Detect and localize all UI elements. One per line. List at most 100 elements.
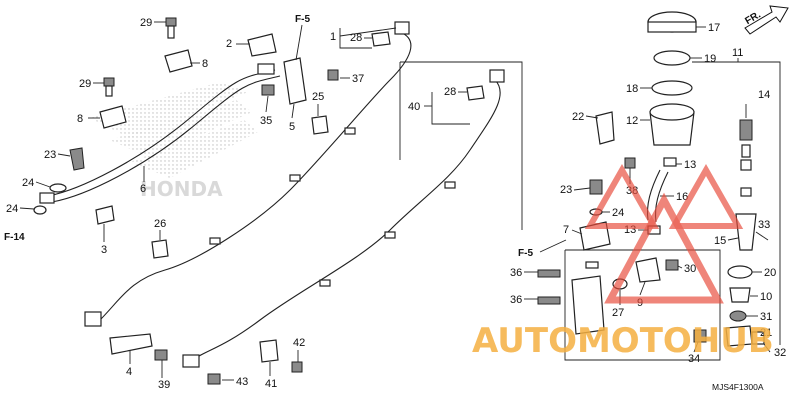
callout-22: 22: [572, 111, 584, 123]
cross-ref-label: F-5: [295, 14, 310, 25]
callout-12: 12: [626, 115, 638, 127]
spring-14: [739, 119, 753, 141]
bolt-23: [69, 147, 85, 171]
bolt-43: [207, 373, 221, 385]
callout-39: 39: [158, 379, 170, 391]
callout-13: 13: [684, 159, 696, 171]
callout-41: 41: [265, 378, 277, 390]
warning-triangle-icon: [584, 163, 660, 229]
master-cylinder-body: [571, 275, 605, 335]
callout-14: 14: [758, 89, 770, 101]
front-direction-arrow: FR.: [743, 5, 789, 35]
washer-24b: [33, 205, 47, 215]
callout-20: 20: [764, 267, 776, 279]
cross-ref-label: F-14: [4, 232, 25, 243]
bolt-35: [261, 84, 275, 96]
boot-20: [727, 265, 753, 279]
pin-33: [755, 231, 769, 241]
honda-brand-text: HONDA: [140, 177, 223, 201]
pipe-clip: [289, 174, 301, 182]
callout-23b: 23: [560, 184, 572, 196]
hose-joint: [257, 63, 275, 75]
part-callouts: 1 2 3 4 5 6 7 8 8 9 10 11 12 13 13 14 15…: [6, 17, 786, 391]
callout-23: 23: [44, 149, 56, 161]
callout-3: 3: [101, 244, 107, 256]
callout-24c: 24: [612, 207, 624, 219]
callout-18: 18: [626, 83, 638, 95]
callout-31: 31: [760, 311, 772, 323]
clip-28b: [466, 85, 485, 101]
callout-28b: 28: [444, 86, 456, 98]
callout-27: 27: [612, 307, 624, 319]
clip-28: [371, 31, 391, 47]
callout-1: 1: [330, 31, 336, 43]
callout-10: 10: [760, 291, 772, 303]
watermark: AUTOMOTOHUB: [472, 163, 774, 361]
callout-26: 26: [154, 218, 166, 230]
pipe-clip: [444, 181, 456, 189]
callout-24b: 24: [6, 203, 18, 215]
clip-13: [663, 157, 677, 167]
callout-35: 35: [260, 115, 272, 127]
hose-end-fitting: [39, 192, 55, 204]
callout-11: 11: [732, 47, 743, 59]
callout-2: 2: [226, 38, 232, 50]
callout-32: 32: [774, 347, 786, 359]
pipe-clip: [209, 237, 221, 245]
pipe-fitting-bottom: [84, 311, 102, 327]
callout-40: 40: [408, 101, 420, 113]
bracket-2: [247, 33, 277, 57]
clip-3: [95, 205, 115, 225]
callout-28: 28: [350, 32, 362, 44]
callout-6: 6: [140, 183, 146, 195]
washer-24d: [585, 261, 599, 269]
callout-36b: 36: [510, 294, 522, 306]
bracket-5: [283, 57, 307, 105]
callout-8b: 8: [77, 113, 83, 125]
hose-assembly-left: [39, 63, 281, 204]
bolt-39: [154, 349, 168, 361]
left-small-parts: [33, 17, 485, 385]
cross-references: F-5 F-5 F-14: [4, 14, 567, 259]
callout-7: 7: [563, 224, 569, 236]
joint-10: [729, 287, 751, 303]
callout-33: 33: [758, 219, 770, 231]
callout-30: 30: [684, 263, 696, 275]
diaphragm-18: [651, 80, 693, 96]
callout-5: 5: [289, 121, 295, 133]
bolt-29b: [103, 77, 115, 87]
warning-triangle-icon: [668, 163, 744, 229]
callout-15: 15: [714, 235, 726, 247]
clamp-8: [164, 49, 193, 73]
warning-triangle-icon: [604, 192, 724, 304]
callout-16: 16: [676, 191, 688, 203]
callout-34: 34: [688, 353, 700, 365]
callout-29b: 29: [79, 78, 91, 90]
grommet-25: [311, 115, 329, 135]
cross-ref-label: F-5: [518, 248, 533, 259]
bolt-37: [327, 69, 339, 81]
diagram-code: MJS4F1300A: [712, 382, 764, 392]
clamp-8b: [99, 105, 127, 129]
screw-38: [624, 157, 636, 169]
bolt-42: [291, 361, 303, 373]
pipe-fitting-bottom: [182, 354, 200, 368]
callout-29: 29: [140, 17, 152, 29]
callout-8: 8: [202, 58, 208, 70]
pin-32: [751, 331, 765, 345]
bolt-36b: [537, 296, 561, 305]
pipe-clip: [319, 279, 331, 287]
watermark-text: AUTOMOTOHUB: [472, 321, 774, 361]
stay-22: [595, 111, 615, 145]
callout-17: 17: [708, 22, 720, 34]
bolt-36: [537, 269, 561, 278]
callout-24: 24: [22, 177, 34, 189]
callout-21: 21: [760, 327, 772, 339]
callout-4: 4: [126, 366, 132, 378]
callout-43: 43: [236, 376, 248, 388]
frame-lines: [399, 61, 781, 361]
push-rod-15: [735, 213, 757, 251]
washer-24: [49, 183, 67, 193]
bracket-4: [109, 333, 153, 355]
